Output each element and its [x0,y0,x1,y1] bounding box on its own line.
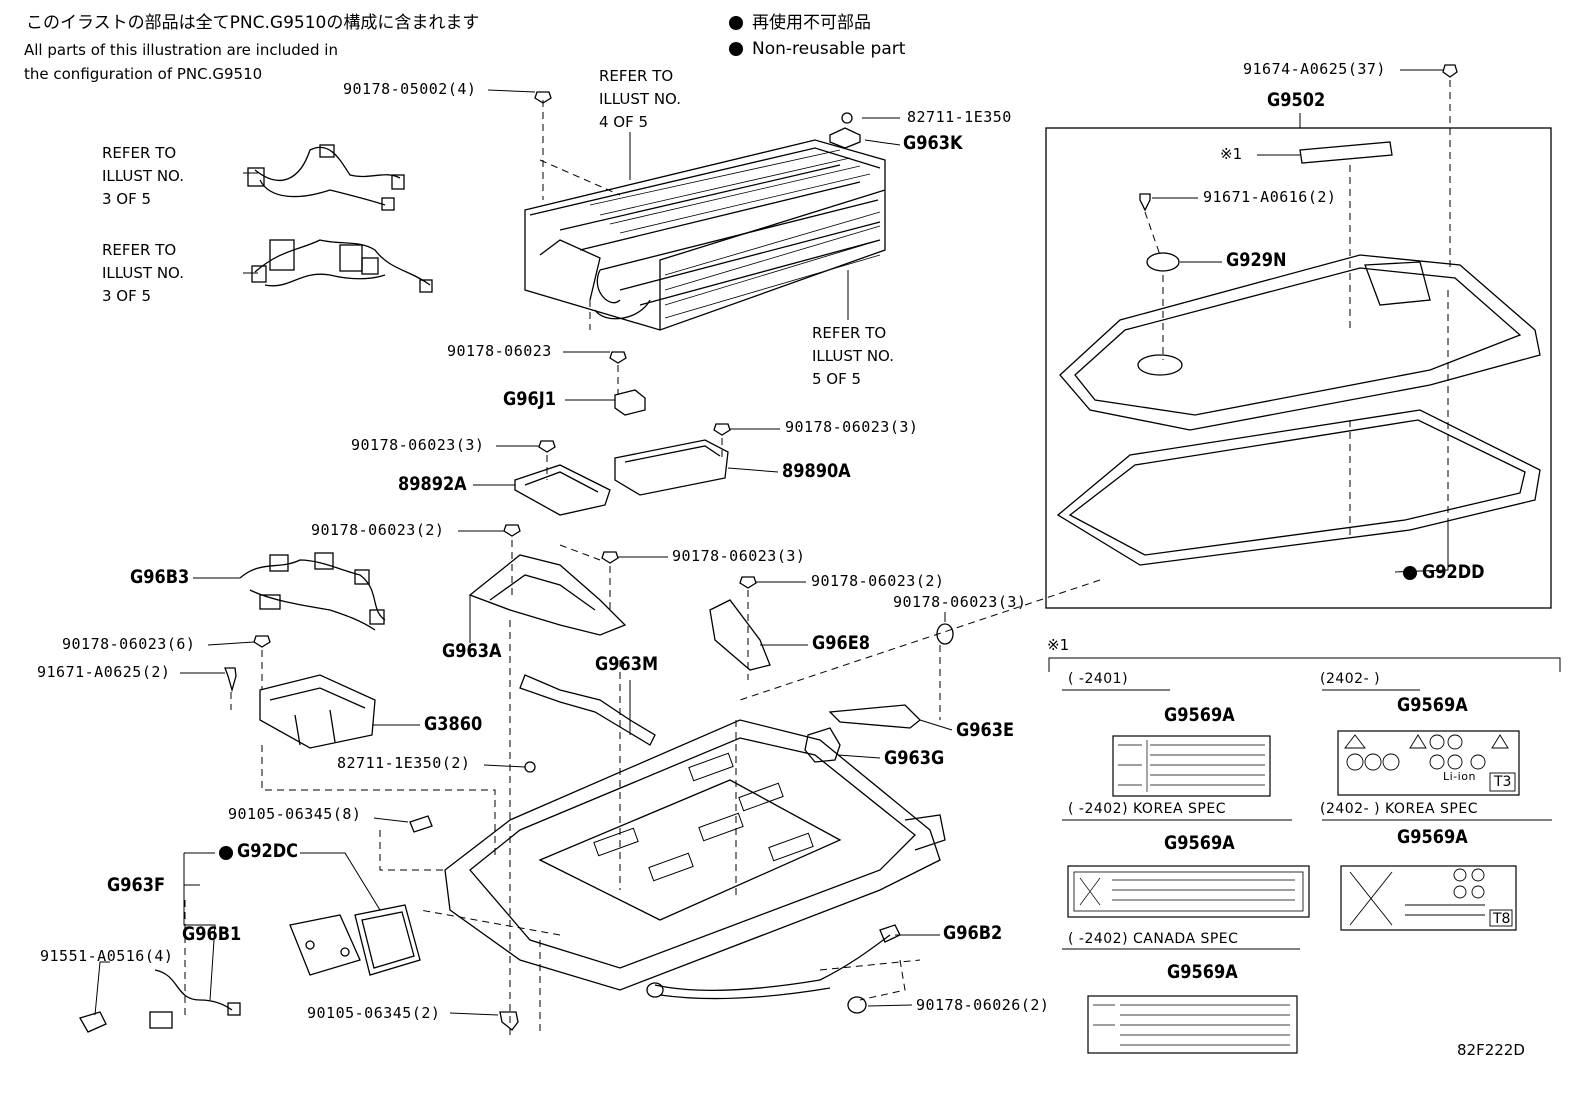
label-placard-2 [1337,730,1520,796]
label-t8: T8 [1493,911,1511,927]
callout-89892a[interactable]: 89892A [398,473,467,495]
ecu-g3860 [259,674,376,749]
callout-82711-1e350-2[interactable]: 82711-1E350(2) [337,754,471,772]
callout-g963m[interactable]: G963M [595,653,659,675]
callout-g3860[interactable]: G3860 [424,713,483,735]
service-plug-g929n [1146,252,1180,272]
labels-part-1[interactable]: G9569A [1164,704,1235,726]
callout-90178-06023-6[interactable]: 90178-06023(6) [62,635,196,653]
label-sheet [1299,141,1393,164]
callout-g96e8[interactable]: G96E8 [812,632,871,654]
gasket-g92dd [1056,409,1541,566]
callout-90178-06023-3a[interactable]: 90178-06023(3) [351,436,485,454]
callout-91671-a0616[interactable]: 91671-A0616(2) [1203,188,1337,206]
legend-jp: 再使用不可部品 [752,13,871,33]
callout-90178-06023-2a[interactable]: 90178-06023(2) [311,521,445,539]
callout-g96j1[interactable]: G96J1 [503,388,556,410]
callout-g963k[interactable]: G963K [903,132,963,154]
upper-cover [1059,254,1541,431]
refer-illust-5: REFER TO ILLUST NO. 5 OF 5 [812,324,895,388]
label-placard-4 [1340,865,1517,931]
refer-illust-4: REFER TO ILLUST NO. 4 OF 5 [599,67,682,131]
callout-90178-06026[interactable]: 90178-06026(2) [916,996,1050,1014]
non-reusable-dot-g92dc [219,846,233,860]
refer-illust-3a: REFER TO ILLUST NO. 3 OF 5 [102,144,185,208]
cover-89892a [514,464,611,516]
label-liion: Li-ion [1443,770,1476,783]
bracket-g963g [804,727,841,763]
harness-g96b3 [239,552,386,631]
callout-91551-a0516[interactable]: 91551-A0516(4) [40,947,174,965]
callout-90105-06345-2[interactable]: 90105-06345(2) [307,1004,441,1022]
header-en-note-1: All parts of this illustration are inclu… [24,41,338,59]
labels-part-3[interactable]: G9569A [1164,832,1235,854]
callout-g96b1[interactable]: G96B1 [182,923,242,945]
callout-82711-1e350[interactable]: 82711-1E350 [907,108,1012,126]
seal-g92dc [354,904,421,976]
sensor-wire-g963f [149,969,241,1029]
harness-g96b2 [646,924,901,1000]
labels-panel-note: ※1 [1047,636,1070,654]
callout-90178-06023-3c[interactable]: 90178-06023(3) [672,547,806,565]
callout-91674-a0625[interactable]: 91674-A0625(37) [1243,60,1386,78]
callout-90178-06023[interactable]: 90178-06023 [447,342,552,360]
callout-g96b2[interactable]: G96B2 [943,922,1003,944]
label-placard-1 [1112,735,1271,797]
legend-en: Non-reusable part [752,39,906,59]
labels-range-1: ( -2401) [1068,671,1129,687]
callout-91671-a0625[interactable]: 91671-A0625(2) [37,663,171,681]
callout-90105-06345-8[interactable]: 90105-06345(8) [228,805,362,823]
labels-range-5: ( -2402) CANADA SPEC [1068,931,1239,947]
header-en-note-2: the configuration of PNC.G9510 [24,65,263,83]
callout-note1: ※1 [1220,145,1243,163]
labels-panel-lines [1048,657,1561,950]
callout-g92dc[interactable]: G92DC [237,840,299,862]
label-placard-3 [1067,865,1310,918]
label-placard-5 [1087,995,1298,1054]
legend-dot-jp [729,16,743,30]
label-t3: T3 [1494,774,1512,790]
strip-g963m [519,674,656,746]
lower-bolts [79,761,867,1033]
wire-harness-middle [251,239,433,293]
callout-g92dd[interactable]: G92DD [1422,561,1485,583]
labels-part-2[interactable]: G9569A [1397,694,1468,716]
header-jp-note: このイラストの部品は全てPNC.G9510の構成に含まれます [26,13,480,33]
callout-g96b3[interactable]: G96B3 [130,566,190,588]
callout-g963g[interactable]: G963G [884,747,945,769]
sensor-g96j1 [614,389,646,416]
cover-89890a [614,439,729,496]
callout-g963f[interactable]: G963F [107,874,166,896]
illustration-code: 82F222D [1457,1041,1525,1059]
battery-module-stack [524,139,886,331]
callout-89890a[interactable]: 89890A [782,460,851,482]
callout-90178-06023-3d[interactable]: 90178-06023(3) [893,593,1027,611]
labels-part-5[interactable]: G9569A [1167,961,1238,983]
bracket-g963e [828,704,921,729]
callout-90178-06023-3b[interactable]: 90178-06023(3) [785,418,919,436]
labels-range-2: (2402- ) [1320,671,1381,687]
lower-case [444,719,946,991]
legend-dot-en [729,42,743,56]
callout-g963a[interactable]: G963A [442,640,502,662]
g9502-group-frame [1045,127,1552,609]
labels-range-3: ( -2402) KOREA SPEC [1068,801,1226,817]
refer-illust-3b: REFER TO ILLUST NO. 3 OF 5 [102,241,185,305]
wire-harness-upper [247,144,405,211]
callout-90178-05002[interactable]: 90178-05002(4) [343,80,477,98]
bracket-g96e8 [709,599,771,671]
non-reusable-dot-g92dd [1403,566,1417,580]
bracket-g963a [468,554,627,636]
bracket-g96b1 [289,914,361,976]
labels-part-4[interactable]: G9569A [1397,826,1468,848]
bracket-g963k [829,112,861,149]
callout-g929n[interactable]: G929N [1226,249,1287,271]
callout-90178-06023-2b[interactable]: 90178-06023(2) [811,572,945,590]
callout-g963e[interactable]: G963E [956,719,1015,741]
callout-g9502[interactable]: G9502 [1267,89,1326,111]
labels-range-4: (2402- ) KOREA SPEC [1320,801,1478,817]
